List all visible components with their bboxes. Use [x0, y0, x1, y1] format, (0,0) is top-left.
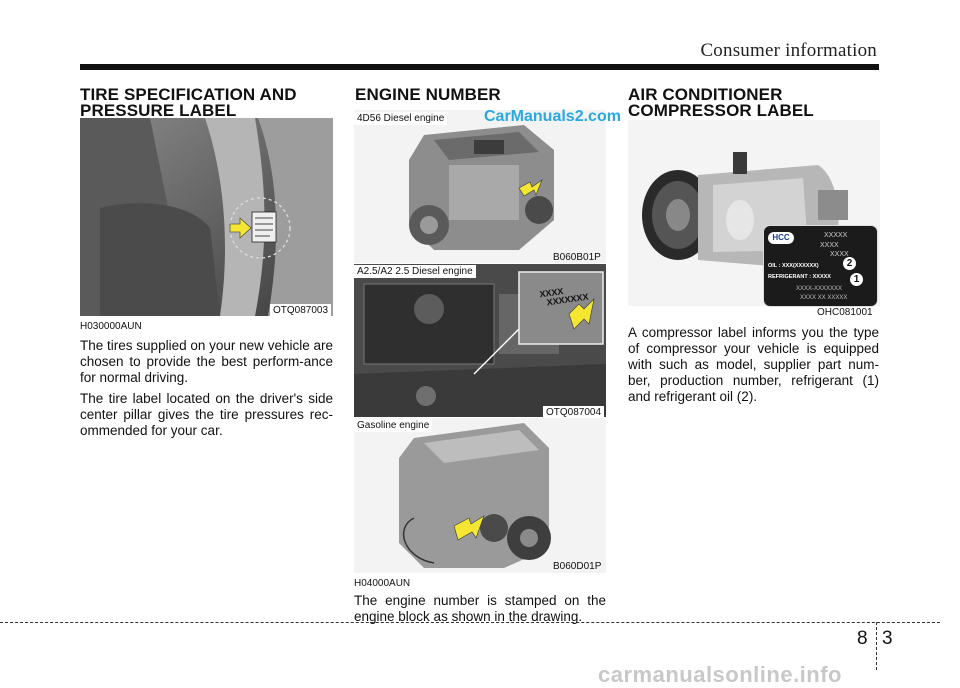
header-rule — [80, 64, 879, 70]
label-line4: XXXX-XXXXXXX — [796, 286, 843, 292]
ac-title-line1: AIR CONDITIONER — [628, 85, 783, 104]
engine-text-code: H04000AUN — [354, 578, 411, 589]
engine-body: The engine number is stamped on the engi… — [354, 593, 606, 630]
compressor-label-callout: HCC XXXXX XXXX XXXX OIL : XXX(XXXXXX) 2 … — [763, 225, 878, 307]
footer-dashed-rule — [0, 622, 940, 623]
engine-section-title: ENGINE NUMBER — [355, 85, 501, 104]
label-oil: OIL : XXX(XXXXXX) — [768, 263, 819, 269]
ac-title-line2: COMPRESSOR LABEL — [628, 101, 814, 120]
diesel-4d56-caption: 4D56 Diesel engine — [354, 112, 448, 125]
watermark-bottom: carmanualsonline.info — [598, 662, 842, 687]
gasoline-engine-photo — [354, 418, 606, 573]
gasoline-engine-code: B060D01P — [553, 561, 602, 572]
hcc-logo: HCC — [768, 232, 794, 244]
tire-section-title: TIRE SPECIFICATION AND PRESSURE LABEL — [80, 85, 297, 120]
page-number: 3 — [882, 628, 893, 649]
chapter-number: 8 — [857, 628, 868, 649]
header-title: Consumer information — [700, 40, 877, 61]
ac-body: A compressor label informs you the type … — [628, 325, 879, 410]
refrigerant-oil-marker: 2 — [843, 257, 856, 270]
ac-photo-code: OHC081001 — [817, 307, 873, 318]
tire-paragraph-2: The tire label located on the driver's s… — [80, 391, 333, 438]
ac-section-title: AIR CONDITIONER COMPRESSOR LABEL — [628, 85, 814, 120]
tire-text-code: H030000AUN — [80, 321, 142, 332]
diesel-a25-caption: A2.5/A2 2.5 Diesel engine — [354, 265, 476, 278]
label-line3: XXXX — [830, 251, 849, 258]
label-line5: XXXX XX XXXXX — [800, 295, 848, 301]
tire-body: The tires supplied on your new vehicle a… — [80, 338, 333, 444]
diesel-4d56-photo — [354, 110, 606, 263]
tire-title-line1: TIRE SPECIFICATION AND — [80, 85, 297, 104]
tire-label-photo — [80, 118, 333, 316]
tire-photo-code: OTQ087003 — [270, 304, 332, 317]
refrigerant-marker: 1 — [850, 273, 863, 286]
ac-paragraph: A compressor label informs you the type … — [628, 325, 879, 404]
footer-divider — [876, 622, 877, 670]
label-line2: XXXX — [820, 242, 839, 249]
label-refrigerant: REFRIGERANT : XXXXX — [768, 274, 831, 280]
label-line1: XXXXX — [824, 232, 848, 239]
diesel-a25-code: OTQ087004 — [543, 406, 605, 419]
tire-title-line2: PRESSURE LABEL — [80, 101, 237, 120]
diesel-4d56-code: B060B01P — [553, 252, 601, 263]
engine-paragraph: The engine number is stamped on the engi… — [354, 593, 606, 624]
gasoline-engine-caption: Gasoline engine — [354, 419, 433, 432]
tire-paragraph-1: The tires supplied on your new vehicle a… — [80, 338, 333, 385]
diesel-a25-photo — [354, 264, 606, 417]
watermark-top: CarManuals2.com — [484, 108, 621, 125]
